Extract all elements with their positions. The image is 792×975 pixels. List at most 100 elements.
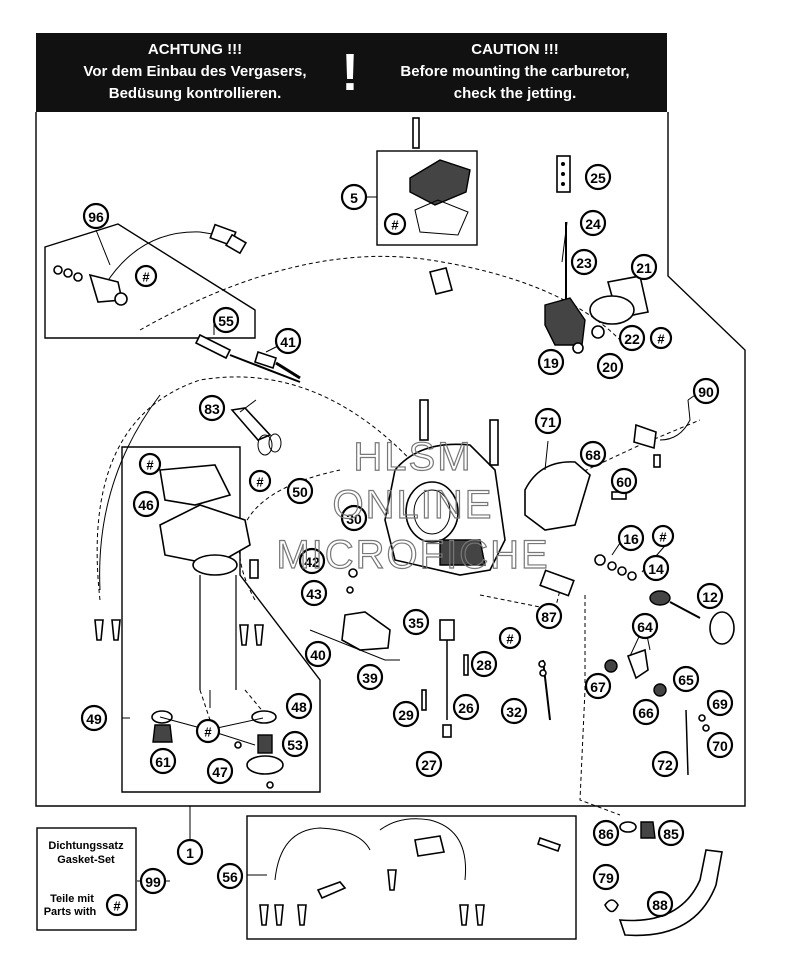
idle-screw-assembly (194, 333, 301, 383)
svg-text:#: # (506, 632, 514, 647)
callout-29: 29 (392, 700, 420, 728)
callout-circle (452, 693, 480, 721)
gasket-set-hash: # (113, 899, 121, 914)
callout-circle (139, 867, 167, 895)
throttle-sensor-assembly (53, 223, 248, 306)
callout-circle (340, 504, 368, 532)
callout-circle (570, 248, 598, 276)
warning-de-line2: Bedüsung kontrollieren. (109, 85, 282, 102)
callout-circle (300, 579, 328, 607)
hash-marker: # (383, 212, 407, 236)
callout-23: 23 (570, 248, 598, 276)
callout-number: 1 (186, 845, 194, 861)
hash-marker: # (649, 326, 673, 350)
callout-circle (80, 704, 108, 732)
callout-19: 19 (537, 348, 565, 376)
callout-circle (340, 183, 368, 211)
callout-88: 88 (646, 890, 674, 918)
callout-circle (706, 731, 734, 759)
callout-circle (274, 327, 302, 355)
gasket-set-line2: Gasket-Set (57, 854, 115, 866)
callout-number: 53 (287, 737, 303, 753)
callout-5: 5 (340, 183, 368, 211)
callout-circle (631, 612, 659, 640)
callout-number: 22 (624, 331, 640, 347)
callout-43: 43 (300, 579, 328, 607)
warning-en-line1: Before mounting the carburetor, (400, 63, 629, 80)
callout-circle (198, 394, 226, 422)
callout-46: 46 (132, 490, 160, 518)
callout-number: 90 (698, 384, 714, 400)
warning-banner: ACHTUNG !!! Vor dem Einbau des Vergasers… (36, 33, 667, 112)
callout-number: 12 (702, 589, 718, 605)
callout-circle (672, 665, 700, 693)
callout-47: 47 (206, 757, 234, 785)
callout-number: 47 (212, 764, 228, 780)
callout-circle (470, 650, 498, 678)
callout-circle (304, 640, 332, 668)
callout-number: 48 (291, 699, 307, 715)
callout-circle (579, 209, 607, 237)
callout-circle (212, 306, 240, 334)
callout-number: 5 (350, 190, 358, 206)
callout-number: 71 (540, 414, 556, 430)
hose-kit-frame (246, 815, 577, 940)
svg-text:#: # (146, 458, 154, 473)
callout-87: 87 (535, 602, 563, 630)
callout-49: 49 (80, 704, 108, 732)
callout-circle (632, 698, 660, 726)
callout-60: 60 (610, 467, 638, 495)
hash-marker: # (195, 718, 221, 744)
sensor-lead-assembly (633, 399, 691, 468)
throttle-sensor-frame (44, 223, 256, 339)
callout-circle (82, 202, 110, 230)
callout-circle (149, 747, 177, 775)
callout-number: 25 (590, 170, 606, 186)
callout-circle (285, 692, 313, 720)
top-cover-frame (376, 150, 478, 246)
callout-28: 28 (470, 650, 498, 678)
hash-marker: # (248, 469, 272, 493)
watermark-line1: HLSM (353, 435, 472, 479)
callout-circle (610, 467, 638, 495)
callout-number: 85 (663, 826, 679, 842)
callout-circle (206, 757, 234, 785)
callout-26: 26 (452, 693, 480, 721)
warning-de-line1: Vor dem Einbau des Vergasers, (83, 63, 306, 80)
jet-needle-assembly (421, 619, 551, 738)
callout-circle (500, 697, 528, 725)
callout-48: 48 (285, 692, 313, 720)
callout-66: 66 (632, 698, 660, 726)
callout-circle (286, 477, 314, 505)
callout-circle (657, 819, 685, 847)
callout-circle (584, 672, 612, 700)
callout-number: 24 (585, 216, 601, 232)
watermark-line2: ONLINE (333, 483, 494, 527)
callout-79: 79 (592, 863, 620, 891)
callout-69: 69 (706, 689, 734, 717)
callout-20: 20 (596, 352, 624, 380)
callout-number: 28 (476, 657, 492, 673)
solenoid-assembly (544, 155, 649, 354)
callout-number: 35 (408, 615, 424, 631)
gasket-set-line4: Parts with (44, 906, 97, 918)
callout-83: 83 (198, 394, 226, 422)
callout-number: 19 (543, 355, 559, 371)
callout-circle (216, 862, 244, 890)
callout-99: 99 (139, 867, 167, 895)
callout-16: 16 (617, 524, 645, 552)
callout-14: 14 (642, 554, 670, 582)
callout-30: 30 (340, 504, 368, 532)
gasket-set-line1: Dichtungssatz (48, 840, 124, 852)
main-assembly-frame (35, 112, 746, 807)
svg-text:#: # (657, 332, 665, 347)
float-bowl-frame (121, 446, 321, 793)
callout-number: 72 (657, 757, 673, 773)
drain-parts (151, 710, 284, 789)
callout-circle (642, 554, 670, 582)
callout-1: 1 (176, 838, 204, 866)
callout-number: 14 (648, 561, 664, 577)
callout-42: 42 (298, 547, 326, 575)
callout-number: 26 (458, 700, 474, 716)
